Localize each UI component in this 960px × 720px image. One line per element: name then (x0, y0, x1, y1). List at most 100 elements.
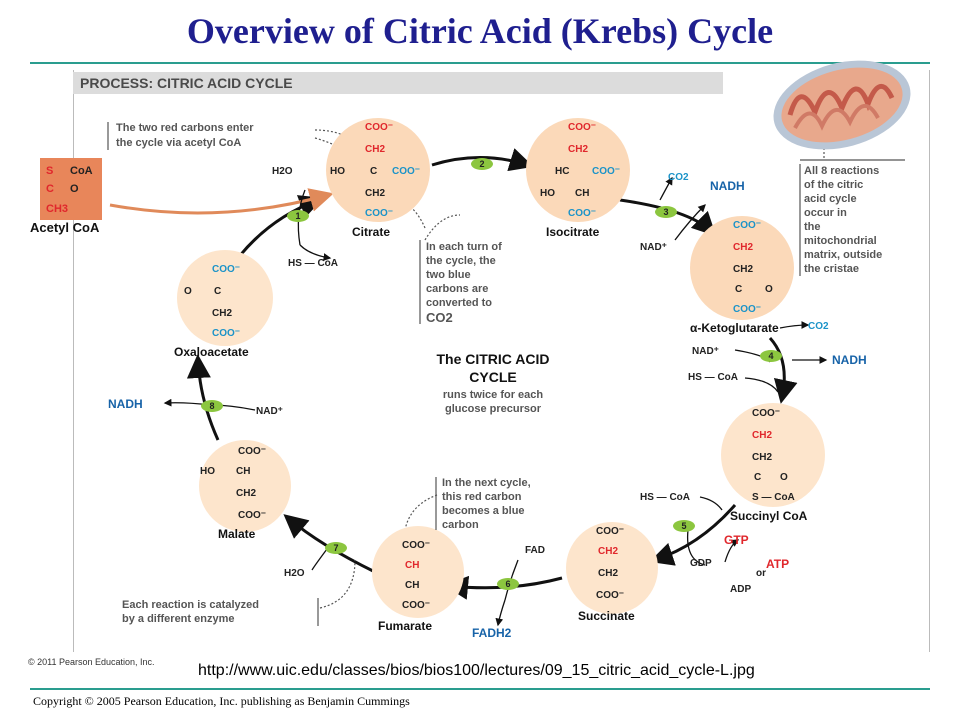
oaa-ch2: CH2 (212, 308, 232, 319)
source-url[interactable]: http://www.uic.edu/classes/bios/bios100/… (198, 662, 755, 679)
succinate-coo-2: COO⁻ (596, 590, 624, 601)
note-matrix-8: the cristae (804, 263, 859, 275)
succinate-ch2-2: CH2 (598, 568, 618, 579)
fumarate-coo-2: COO⁻ (402, 600, 430, 611)
oaa-coo-1: COO⁻ (212, 264, 240, 275)
center-sub-1: runs twice for each (443, 389, 544, 401)
top-divider (30, 62, 930, 64)
acetyl-s: S (46, 165, 53, 177)
citrate-ch2-2: CH2 (365, 188, 385, 199)
arrow-step-5 (649, 504, 737, 566)
arrow-step-2 (431, 148, 534, 172)
malate-ch: CH (236, 466, 250, 477)
succinyl-ch2-1: CH2 (752, 430, 772, 441)
oxaloacetate-label: Oxaloacetate (174, 345, 249, 359)
citrate-ch2-1: CH2 (365, 144, 385, 155)
fumarate-ch-2: CH (405, 580, 419, 591)
step-5-number: 5 (681, 521, 686, 531)
succinyl-scoa: S — CoA (752, 492, 795, 503)
isocitrate-label: Isocitrate (546, 225, 600, 239)
note-matrix-7: matrix, outside (804, 249, 882, 261)
note-next-3: becomes a blue (442, 505, 525, 517)
step-6-number: 6 (505, 579, 510, 589)
step-5-badge (673, 520, 695, 532)
ketoglutarate-circle (690, 216, 794, 320)
fumarate-circle (372, 526, 464, 618)
step-8-badge (201, 400, 223, 412)
note-blue-6: CO2 (426, 310, 453, 325)
gdp-label: GDP (690, 558, 712, 569)
note-blue-2: the cycle, the (426, 255, 496, 267)
citrate-coo-2: COO⁻ (392, 166, 420, 177)
akg-ch2-1: CH2 (733, 242, 753, 253)
note-matrix-4: occur in (804, 207, 847, 219)
succinyl-circle (721, 403, 825, 507)
note-matrix-6: mitochondrial (804, 235, 877, 247)
step-3-badge (655, 206, 677, 218)
nadh-step3: NADH (710, 179, 745, 193)
akg-coo-2: COO⁻ (733, 304, 761, 315)
step-7-badge (325, 542, 347, 554)
acetyl-coa-name: Acetyl CoA (30, 220, 100, 235)
atp-label: ATP (766, 557, 789, 571)
malate-ho: HO (200, 466, 215, 477)
akg-o: O (765, 284, 773, 295)
nadh-step4: NADH (832, 353, 867, 367)
isocitrate-coo-3: COO⁻ (568, 208, 596, 219)
fad-label: FAD (525, 545, 545, 556)
arrow-step-8 (186, 354, 220, 441)
step-2-badge (471, 158, 493, 170)
step-1-badge (287, 210, 309, 222)
step-2-number: 2 (479, 159, 484, 169)
acetyl-o: O (70, 183, 79, 195)
acetyl-coa-label: CoA (70, 165, 93, 177)
isocitrate-ch: CH (575, 188, 589, 199)
succinate-label: Succinate (578, 609, 635, 623)
isocitrate-circle (526, 118, 630, 222)
note-blue-5: converted to (426, 297, 492, 309)
nadplus-step4: NAD⁺ (692, 346, 719, 357)
note-next-4: carbon (442, 519, 479, 531)
isocitrate-ho: HO (540, 188, 555, 199)
acetyl-coa-box (40, 158, 102, 220)
malate-label: Malate (218, 527, 256, 541)
succinyl-c: C (754, 472, 761, 483)
citrate-coo-3: COO⁻ (365, 208, 393, 219)
process-banner-label: PROCESS: CITRIC ACID CYCLE (80, 75, 293, 91)
diagram-panel (73, 70, 930, 652)
center-sub-2: glucose precursor (445, 403, 542, 415)
note-blue-3: two blue (426, 269, 471, 281)
oxaloacetate-circle (177, 250, 273, 346)
co2-step3: CO2 (668, 172, 689, 183)
hscoa-step4: HS — CoA (688, 372, 738, 383)
malate-ch2: CH2 (236, 488, 256, 499)
isocitrate-coo-1: COO⁻ (568, 122, 596, 133)
succinyl-coo: COO⁻ (752, 408, 780, 419)
step-4-number: 4 (768, 351, 773, 361)
center-title-1: The CITRIC ACID (436, 351, 549, 367)
copyright-notice: Copyright © 2005 Pearson Education, Inc.… (33, 694, 410, 708)
note-blue-4: carbons are (426, 283, 488, 295)
fadh2-label: FADH2 (472, 626, 512, 640)
note-matrix-1: All 8 reactions (804, 165, 879, 177)
note-enzyme-1: Each reaction is catalyzed (122, 599, 259, 611)
acetyl-ch3: CH3 (46, 203, 68, 215)
center-title-2: CYCLE (469, 369, 516, 385)
co2-step4: CO2 (808, 321, 829, 332)
hscoa-step5: HS — CoA (640, 492, 690, 503)
h2o-step1: H2O (272, 166, 293, 177)
citrate-label: Citrate (352, 225, 390, 239)
isocitrate-hc: HC (555, 166, 569, 177)
step-4-badge (760, 350, 782, 362)
step-3-number: 3 (663, 207, 668, 217)
ketoglutarate-label: α-Ketoglutarate (690, 321, 779, 335)
gtp-label: GTP (724, 533, 749, 547)
malate-coo-2: COO⁻ (238, 510, 266, 521)
note-next-2: this red carbon (442, 491, 522, 503)
acetyl-c: C (46, 183, 54, 195)
or-label: or (756, 568, 766, 579)
note-matrix-3: acid cycle (804, 193, 857, 205)
note-blue-1: In each turn of (426, 241, 502, 253)
nadplus-step3: NAD⁺ (640, 242, 667, 253)
